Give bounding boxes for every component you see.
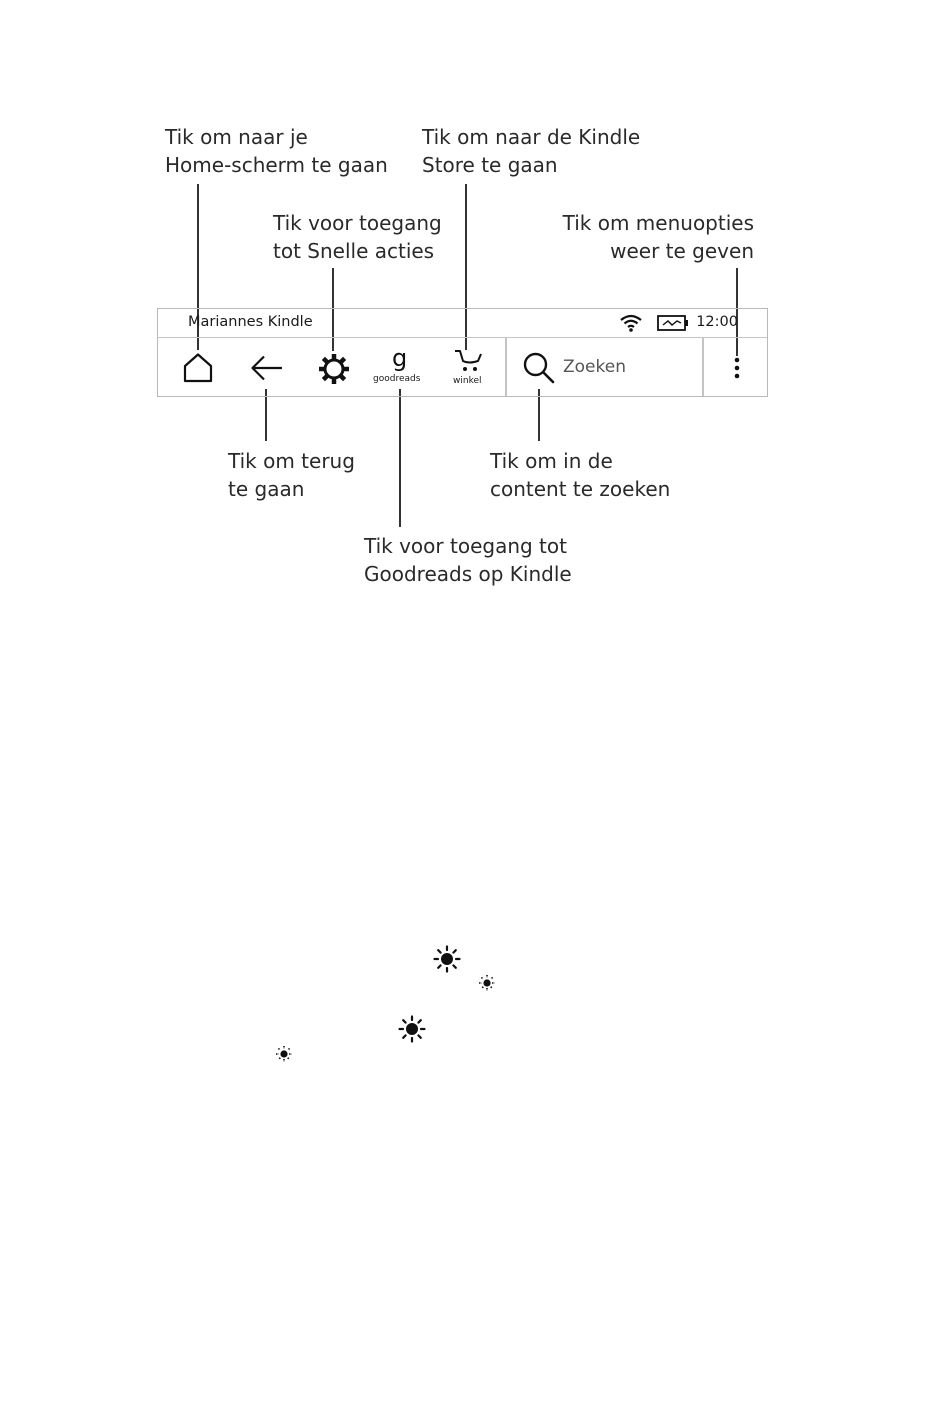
back-arrow-icon[interactable] (250, 354, 284, 382)
search-field[interactable]: Zoeken (508, 338, 702, 397)
callout-search-line-2: content te zoeken (490, 475, 670, 503)
callout-back-line-2: te gaan (228, 475, 355, 503)
leader-goodreads (399, 389, 401, 527)
search-placeholder: Zoeken (563, 357, 626, 377)
callout-menu: Tik om menuopties weer te geven (563, 209, 754, 265)
callout-goodreads-line-2: Goodreads op Kindle (364, 560, 572, 588)
callout-home-line-2: Home-scherm te gaan (165, 151, 388, 179)
battery-icon (657, 315, 689, 331)
callout-back: Tik om terug te gaan (228, 447, 355, 503)
device-name: Mariannes Kindle (188, 314, 313, 330)
callout-search-line-1: Tik om in de (490, 447, 670, 475)
wifi-icon (619, 314, 643, 332)
menu-dots-icon[interactable] (732, 356, 742, 380)
callout-menu-line-1: Tik om menuopties (563, 209, 754, 237)
status-clock: 12:00 (696, 314, 738, 330)
callout-menu-line-2: weer te geven (563, 237, 754, 265)
nav-row: g goodreads winkel Zoeken (158, 338, 767, 396)
callout-home-line-1: Tik om naar je (165, 123, 388, 151)
kindle-toolbar: Mariannes Kindle 12:00 (157, 308, 768, 397)
sun-small-icon (478, 974, 496, 992)
callout-store-line-1: Tik om naar de Kindle (422, 123, 640, 151)
callout-store-line-2: Store te gaan (422, 151, 640, 179)
store-button[interactable]: winkel (446, 346, 490, 394)
callout-search: Tik om in de content te zoeken (490, 447, 670, 503)
store-caption: winkel (453, 376, 482, 386)
goodreads-button[interactable]: g goodreads (370, 344, 430, 394)
toolbar-divider-right (702, 338, 704, 396)
home-icon[interactable] (182, 352, 214, 384)
callout-quick-actions-line-1: Tik voor toegang (273, 209, 442, 237)
status-bar: Mariannes Kindle 12:00 (158, 309, 767, 338)
goodreads-icon: g (392, 344, 407, 372)
callout-home: Tik om naar je Home-scherm te gaan (165, 123, 388, 179)
gear-icon[interactable] (317, 352, 351, 386)
toolbar-divider-left (505, 338, 507, 396)
magnifier-icon (522, 351, 556, 385)
sun-small-icon (275, 1045, 293, 1063)
sun-large-icon (433, 945, 461, 973)
callout-quick-actions: Tik voor toegang tot Snelle acties (273, 209, 442, 265)
callout-store: Tik om naar de Kindle Store te gaan (422, 123, 640, 179)
callout-back-line-1: Tik om terug (228, 447, 355, 475)
callout-goodreads: Tik voor toegang tot Goodreads op Kindle (364, 532, 572, 588)
callout-quick-actions-line-2: tot Snelle acties (273, 237, 442, 265)
sun-large-icon (398, 1015, 426, 1043)
cart-icon (454, 348, 484, 374)
callout-goodreads-line-1: Tik voor toegang tot (364, 532, 572, 560)
goodreads-caption: goodreads (373, 374, 420, 384)
